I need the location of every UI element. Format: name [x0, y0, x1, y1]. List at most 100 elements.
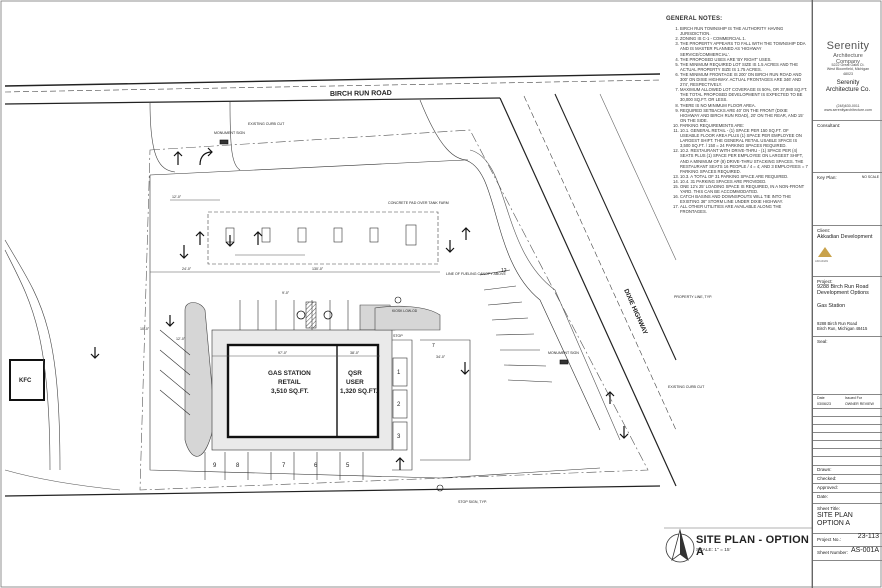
firm-logo-addr2: West Bloomfield, Michigan [826, 67, 870, 72]
issue-date: 03/06/23 [817, 402, 831, 406]
sheet-title-label: Sheet Title: [817, 506, 840, 511]
space-8: 8 [236, 463, 240, 469]
general-note-item: ALL OTHER UTILITIES ARE AVAILABLE ALONG … [680, 204, 808, 214]
project-addr1: 9288 Birch Run Road [817, 321, 858, 326]
space-2: 2 [397, 402, 401, 408]
dim-34: 34'-0" [436, 355, 446, 359]
firm-phone: (248)630-0011 [836, 104, 860, 108]
dim-130: 130'-0" [312, 267, 324, 271]
drawing-title: SITE PLAN - OPTION A [696, 534, 809, 558]
firm-logo-sub1: Architecture [833, 53, 863, 59]
general-note-item: BIRCH RUN TOWNSHIP IS THE AUTHORITY HAVI… [680, 26, 808, 36]
general-note-item: REQUIRED SETBACKS ARE 40' ON THE FRONT (… [680, 108, 808, 123]
consultant-label: Consultant: [817, 123, 841, 128]
firm-name-line2: Architecture Co. [825, 86, 871, 93]
site-plan-drawing [4, 73, 677, 497]
sheet-number: AS-001A [850, 547, 879, 554]
fueling-canopy-outline [207, 211, 439, 265]
title-block: Serenity Architecture Company 5222 Great… [812, 0, 882, 588]
general-note-item: THE PROPERTY APPEARS TO FALL WITH THE TO… [680, 41, 808, 56]
existing-curb-cut-top-label: EXISTING CURB CUT [248, 122, 285, 126]
dim-24: 24'-0" [182, 267, 192, 271]
firm-logo-address: 5222 Great Oaks Ct. West Bloomfield, Mic… [817, 63, 879, 76]
dim-9: 9'-0" [282, 291, 290, 295]
sheet-number-label: Sheet Number: [817, 550, 848, 555]
space-7b: 7 [432, 343, 435, 349]
project-no-label: Project No.: [817, 537, 841, 542]
concrete-pad-label: CONCRETE PAD OVER TANK FARM [388, 201, 449, 205]
general-notes: GENERAL NOTES: BIRCH RUN TOWNSHIP IS THE… [666, 16, 808, 215]
checked-label: Checked: [817, 476, 837, 481]
dim-12b: 12'-0" [176, 337, 186, 341]
birch-run-road-edge-top [4, 73, 661, 87]
general-note-item: PARKING REQUIREMENTS ARE: [680, 123, 808, 128]
project-line2: Development Options [817, 290, 869, 297]
client-logo-text: AKKADIAN [815, 260, 829, 263]
sheet-title-line2: OPTION A [817, 520, 851, 527]
general-note-item: ZONING IS C-1 - COMMERCIAL 1. [680, 36, 808, 41]
project-address: 9288 Birch Run Road Birch Run, Michigan … [817, 321, 867, 331]
dixie-highway-edge-left [499, 97, 677, 487]
issue-date-header: Date [817, 396, 825, 400]
general-notes-heading: GENERAL NOTES: [666, 16, 723, 22]
general-note-item: THE PROPOSED USES ARE 'BY RIGHT' USES. [680, 57, 808, 62]
dim-38: 38'-0" [350, 351, 360, 355]
firm-name-line1: Serenity [836, 79, 860, 86]
stop-sign-label: STOP SIGN, TYP. [458, 500, 487, 504]
project-line1: 9288 Birch Run Road [817, 284, 869, 290]
kiosk-label: KIOSK LOW-OD [392, 309, 418, 313]
gas-station-area-label: 3,510 SQ.FT. [271, 388, 309, 395]
project-addr2: Birch Run, Michigan 48415 [817, 326, 868, 331]
monument-sign-top-label: MONUMENT SIGN [214, 131, 245, 135]
general-notes-list: BIRCH RUN TOWNSHIP IS THE AUTHORITY HAVI… [666, 26, 808, 214]
project-no: 23-113 [857, 533, 879, 540]
dixie-highway-edge-right [554, 93, 677, 361]
gas-station-retail-label: RETAIL [278, 379, 301, 386]
firm-logo-addr1: 5222 Great Oaks Ct. [831, 63, 865, 67]
firm-contact: (248)630-0011 www.serenityarchitecture.c… [817, 104, 879, 113]
date-label: Date: [817, 494, 828, 499]
space-6: 6 [314, 463, 318, 469]
sheet-title-line1: SITE PLAN [817, 512, 853, 519]
general-note-item: THE MINIMUM FRONTAGE IS 200' ON BIRCH RU… [680, 72, 808, 87]
stop-label: STOP [393, 334, 403, 338]
general-note-item: THE MINIMUM REQUIRED LOT SIZE IS 1.5 ACR… [680, 62, 808, 72]
client-name: Akkadian Development [817, 234, 873, 240]
vehicle-icon [405, 224, 417, 246]
general-note-item: MAXIMUM ALLOWED LOT COVERAGE IS 50%, OR … [680, 87, 808, 102]
general-note-item: CATCH BASINS AND DOWNSPOUTS WILL TIE INT… [680, 194, 808, 204]
space-3: 3 [397, 434, 401, 440]
key-plan-no-scale: NO SCALE [861, 175, 879, 179]
dixie-highway-far-edge [599, 93, 677, 261]
general-note-item: THERE IS NO MINIMUM FLOOR AREA. [680, 103, 808, 108]
dixie-highway-label: DIXIE HIGHWAY [622, 288, 649, 336]
project-line3: Gas Station [817, 302, 846, 309]
dim-97: 97'-0" [278, 351, 288, 355]
client-label: Client: [817, 228, 831, 233]
birch-run-road-label: BIRCH RUN ROAD [330, 90, 392, 98]
firm-web: www.serenityarchitecture.com [824, 108, 872, 113]
property-line [139, 129, 649, 491]
general-note-item: 10.3. A TOTAL OF 31 PARKING SPACE ARE RE… [680, 174, 808, 179]
project-description: 9288 Birch Run Road Development Options … [817, 284, 869, 309]
qsr-label: QSR [348, 370, 362, 377]
space-1: 1 [397, 370, 401, 376]
issue-for: OWNER REVIEW [845, 402, 874, 406]
space-7: 7 [282, 463, 286, 469]
client-logo [817, 246, 833, 260]
approved-label: Approved: [817, 485, 838, 490]
line-of-fueling-label: LINE OF FUELING CANOPY ABOVE [446, 272, 506, 276]
north-arrow-icon [665, 528, 695, 563]
property-line-label: PROPERTY LINE, TYP. [674, 295, 712, 299]
project-label: Project: [817, 279, 833, 284]
drawn-label: Drawn: [817, 467, 832, 472]
building-footprint [226, 343, 380, 439]
client-logo-icon [818, 247, 832, 257]
existing-curb-cut-right-label: EXISTING CURB CUT [668, 385, 705, 389]
drawing-scale: SCALE: 1" = 15' [696, 548, 731, 553]
seal-label: Seal: [817, 339, 828, 344]
dim-10: 10'-0" [140, 327, 150, 331]
firm-logo-addr3: 48023 [843, 71, 853, 76]
